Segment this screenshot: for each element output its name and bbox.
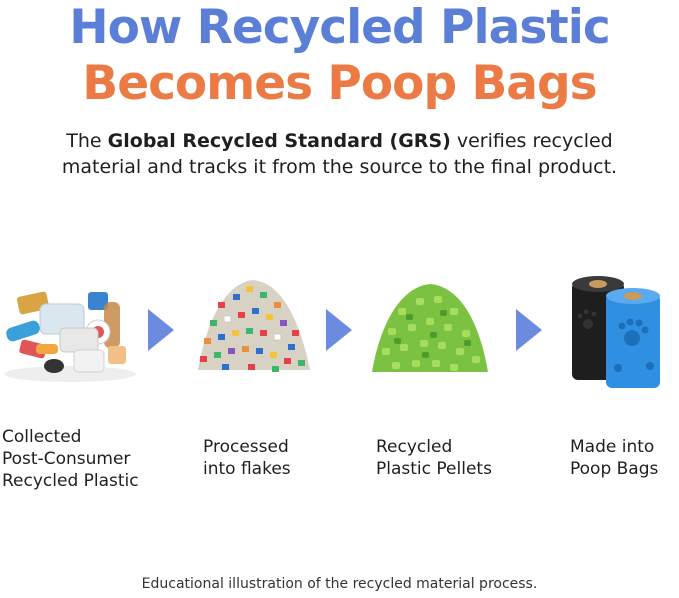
arrow-right-icon-3 xyxy=(516,309,542,351)
green-plastic-pellets-image xyxy=(372,284,488,372)
step-label-collected: Collected Post-Consumer Recycled Plastic xyxy=(2,427,139,491)
step-label-poop-bags: Made into Poop Bags xyxy=(570,437,659,479)
plastic-waste-pile-image xyxy=(4,291,136,382)
arrow-right-icon-2 xyxy=(326,309,352,351)
headline-line-1: How Recycled Plastic xyxy=(69,0,611,55)
step-label-pellets: Recycled Plastic Pellets xyxy=(376,437,492,479)
poop-bag-rolls-image xyxy=(572,276,660,388)
headline-line-2: Becomes Poop Bags xyxy=(82,56,597,111)
arrow-right-icon-1 xyxy=(148,309,174,351)
colorful-plastic-flakes-image xyxy=(198,280,310,372)
step-label-processed: Processed into flakes xyxy=(203,437,291,479)
subtitle-line-1: The Global Recycled Standard (GRS) verif… xyxy=(66,130,613,152)
subtitle: The Global Recycled Standard (GRS) verif… xyxy=(0,128,679,180)
subtitle-line-2: material and tracks it from the source t… xyxy=(61,156,618,178)
grs-emphasis: Global Recycled Standard (GRS) xyxy=(107,130,451,152)
footer-note: Educational illustration of the recycled… xyxy=(141,576,538,592)
